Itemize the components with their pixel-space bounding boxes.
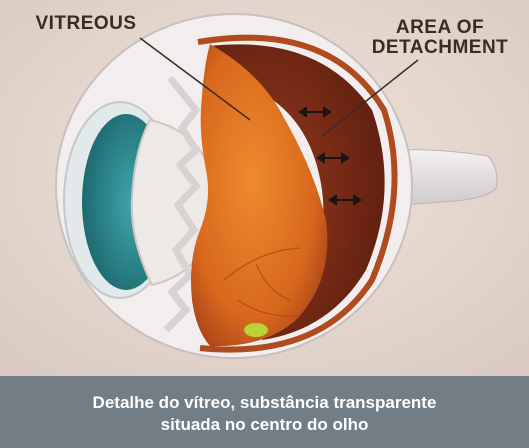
- detachment-label: AREA OF DETACHMENT: [352, 18, 528, 58]
- detachment-label-line2: DETACHMENT: [352, 38, 528, 58]
- caption-bar: Detalhe do vítreo, substância transparen…: [0, 376, 529, 448]
- caption-line2: situada no centro do olho: [0, 414, 529, 436]
- vitreous-label: VITREOUS: [18, 14, 154, 34]
- macula-spot: [244, 323, 268, 337]
- detachment-label-line1: AREA OF: [352, 18, 528, 38]
- caption-line1: Detalhe do vítreo, substância transparen…: [0, 392, 529, 414]
